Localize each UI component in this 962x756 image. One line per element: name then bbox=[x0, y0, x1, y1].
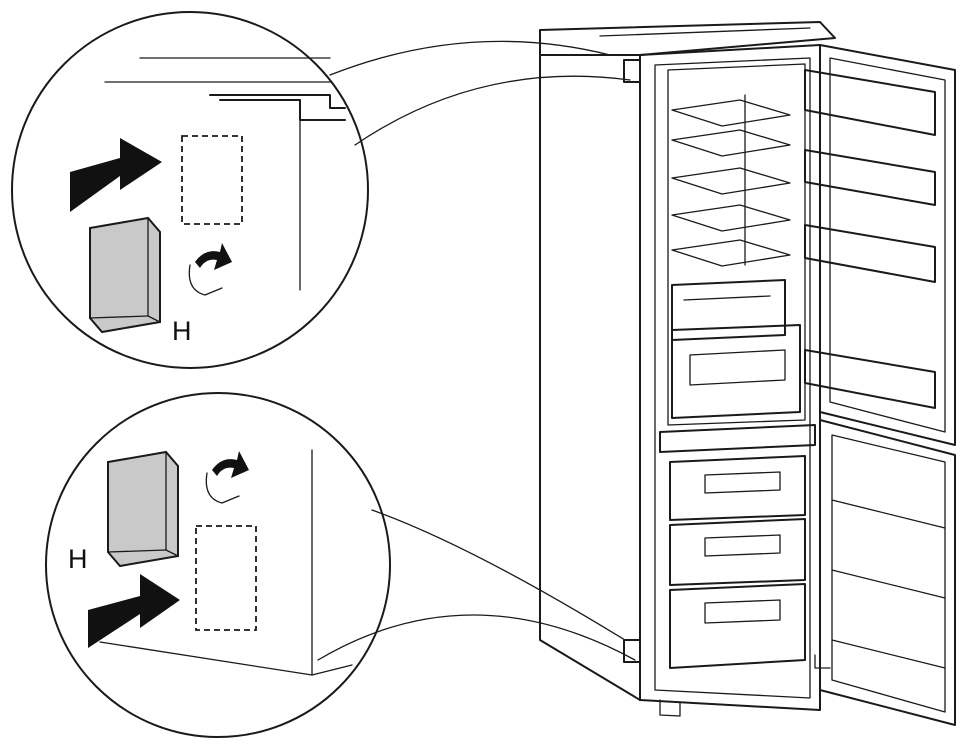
hinge-cover-h-top bbox=[89, 216, 161, 334]
hinge-cover-top bbox=[623, 59, 641, 83]
foot-right bbox=[814, 654, 831, 669]
lower-door bbox=[819, 419, 956, 726]
hinge-cover-bottom bbox=[623, 639, 641, 663]
foot-left bbox=[659, 699, 681, 717]
hinge-cover-h-bottom bbox=[107, 450, 179, 568]
leader-bottom-upper bbox=[371, 509, 626, 641]
crisper-drawers bbox=[671, 279, 801, 419]
cabinet-front bbox=[639, 44, 821, 711]
rotate-arrow-bottom bbox=[212, 451, 249, 478]
rotate-arrow-top bbox=[195, 243, 232, 270]
upper-door bbox=[804, 44, 956, 446]
cabinet-top bbox=[539, 21, 836, 56]
callout-label-bottom: H bbox=[68, 544, 88, 574]
leader-bottom-lower bbox=[317, 614, 636, 661]
compartment-divider bbox=[659, 424, 816, 453]
callout-bottom-circle bbox=[45, 392, 391, 738]
door-bin-4 bbox=[804, 349, 936, 409]
push-arrow-top bbox=[70, 138, 162, 212]
callout-top: H bbox=[11, 11, 369, 369]
door-bin-3 bbox=[804, 224, 936, 283]
callout-label-top: H bbox=[172, 316, 192, 346]
door-bin-2 bbox=[804, 149, 936, 206]
refrigerator bbox=[539, 21, 956, 726]
hinge-slot-outline-top bbox=[181, 135, 243, 225]
cabinet-inner-edge bbox=[654, 57, 811, 699]
hinge-slot-outline-bottom bbox=[195, 525, 257, 631]
fridge-interior bbox=[667, 63, 806, 426]
glass-shelves bbox=[671, 94, 791, 267]
callout-bottom: H bbox=[45, 392, 391, 738]
push-arrow-bottom bbox=[88, 574, 180, 648]
cabinet-side bbox=[539, 54, 641, 701]
cabinet-top-edge bbox=[599, 27, 811, 37]
freezer-drawers bbox=[669, 455, 806, 669]
leader-top-lower bbox=[354, 75, 631, 146]
leader-top-upper bbox=[329, 40, 611, 76]
door-bin-1 bbox=[804, 69, 936, 136]
callout-top-circle bbox=[11, 11, 369, 369]
